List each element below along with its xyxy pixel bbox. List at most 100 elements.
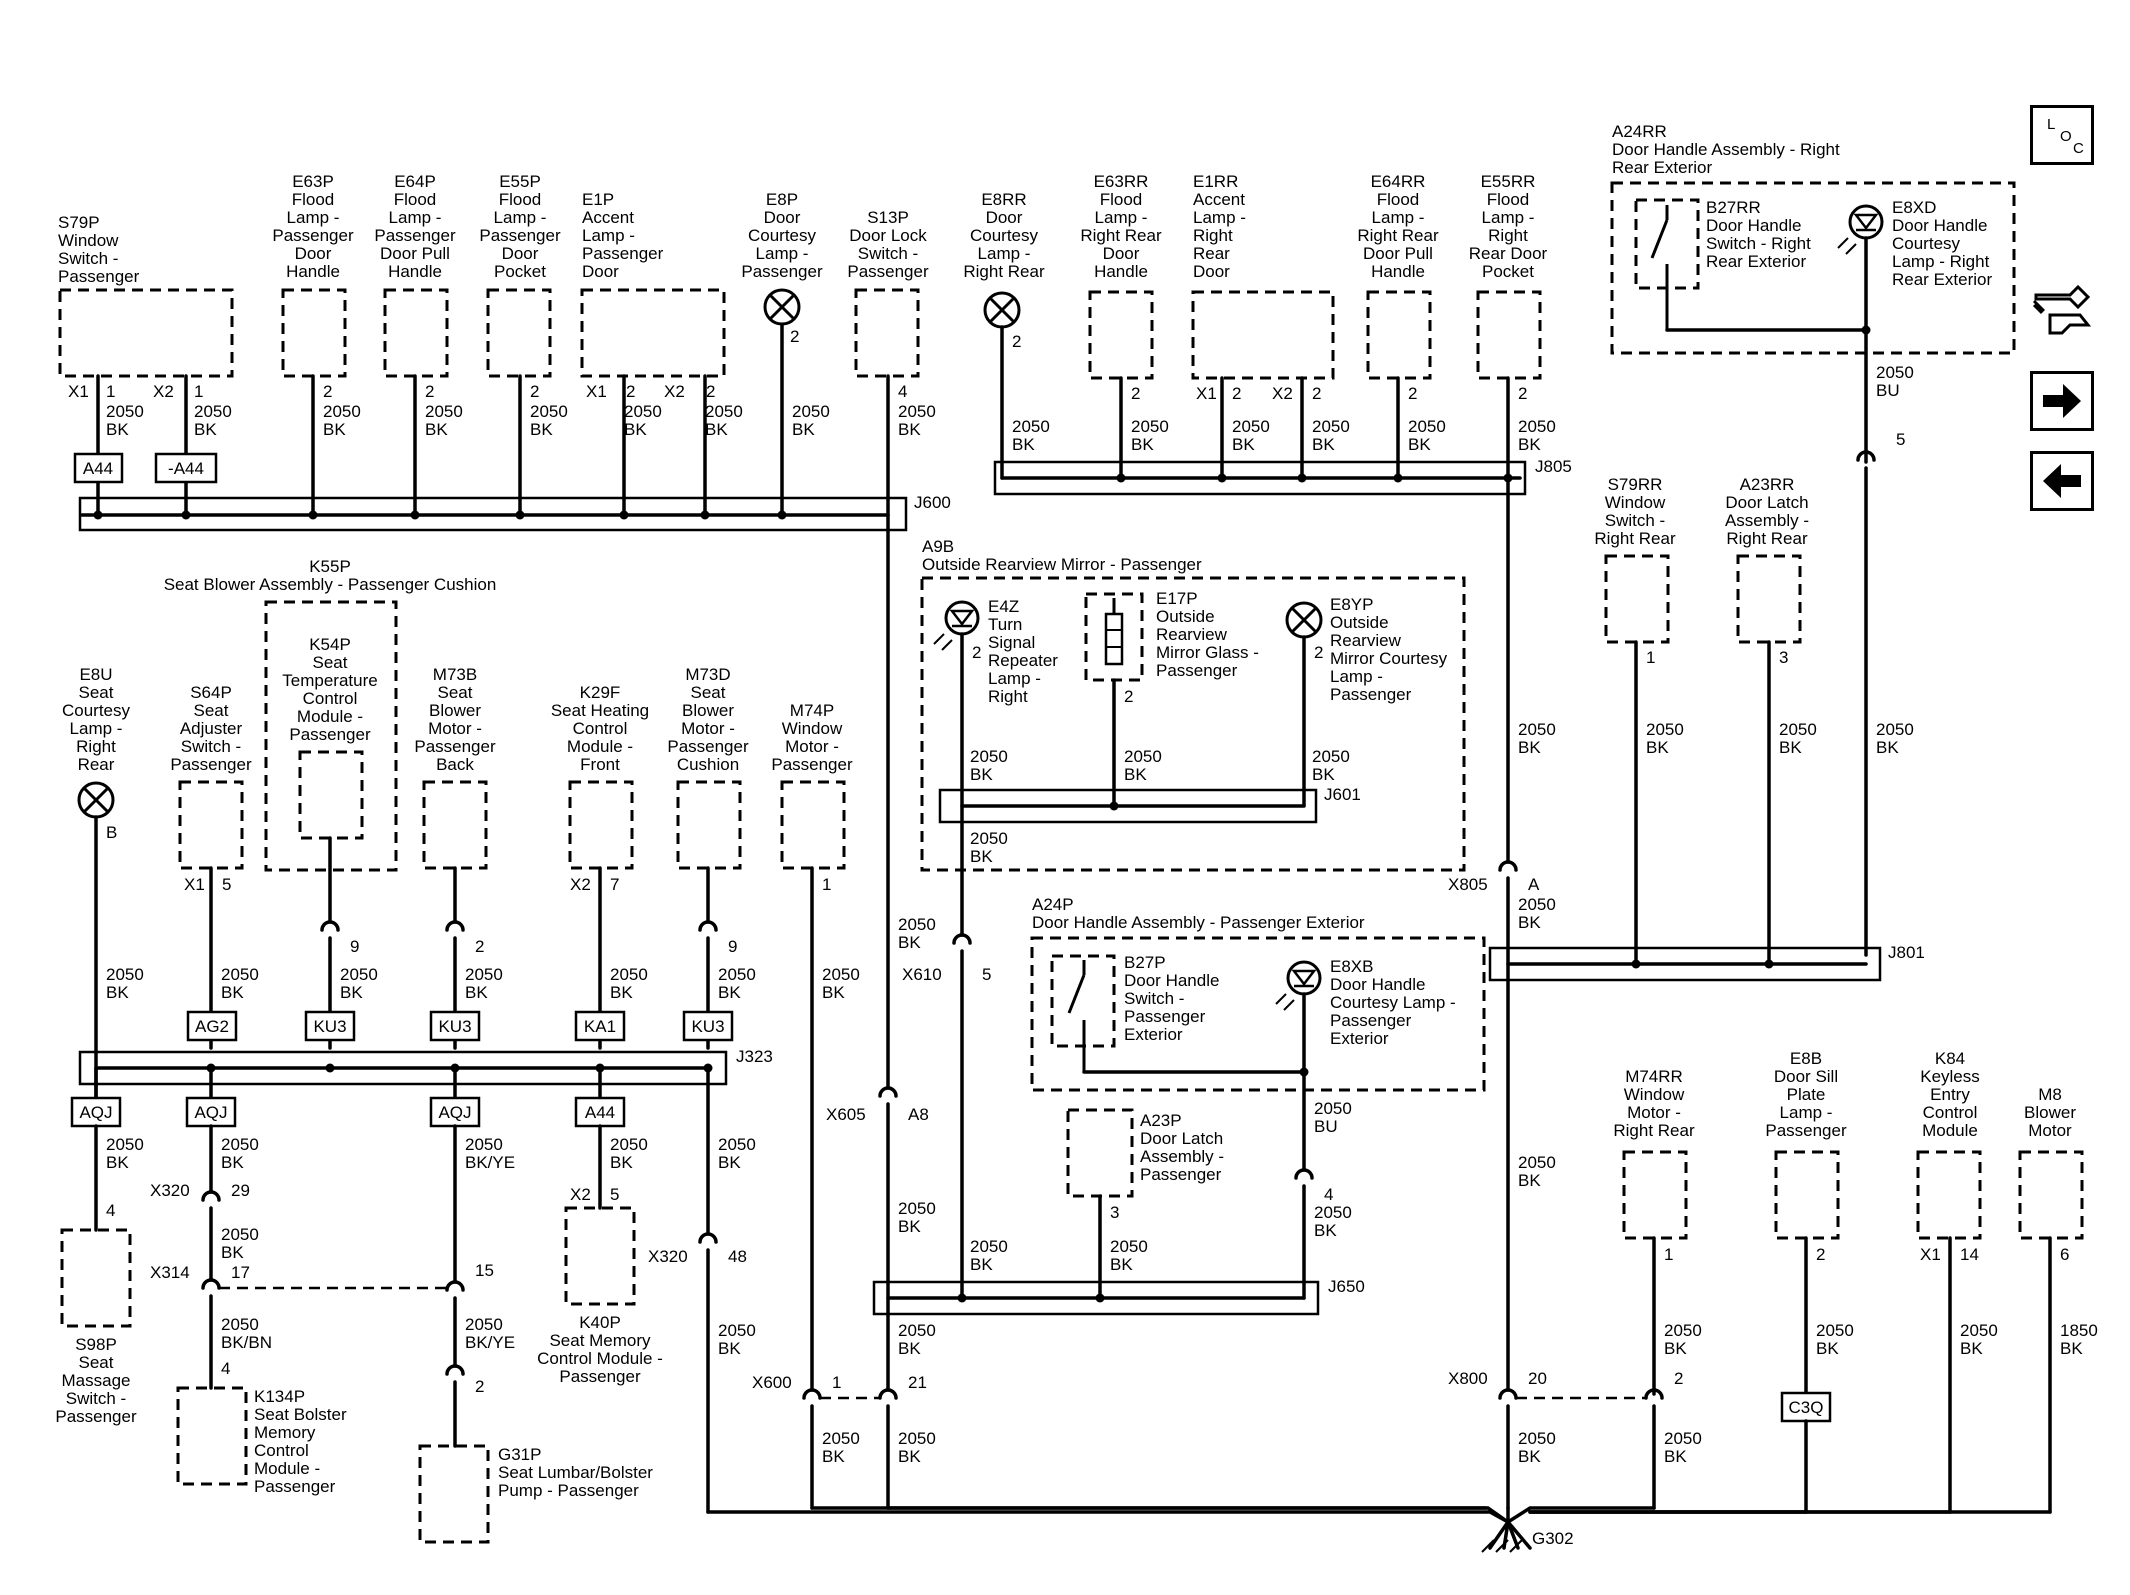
e8yp-lamp-icon	[1285, 601, 1323, 639]
pin: 1	[1664, 1245, 1673, 1264]
a44-flag-2	[154, 452, 218, 484]
e8b-box	[1774, 1150, 1840, 1240]
pin: 1	[822, 875, 831, 894]
pin: 2	[530, 382, 539, 401]
previous-page-button[interactable]	[2030, 451, 2094, 511]
pin: 2	[475, 1377, 484, 1396]
pin: 2	[626, 382, 635, 401]
ku3-flag-2	[429, 1010, 481, 1042]
pin: 2	[1012, 332, 1021, 351]
pin: 7	[610, 875, 619, 894]
ku3-flag-2-text: KU3	[438, 1017, 471, 1036]
pin: 2	[790, 327, 799, 346]
aqj-flag-3-text: AQJ	[438, 1103, 471, 1122]
tools-button[interactable]	[2030, 275, 2094, 355]
s98p-box	[60, 1228, 132, 1328]
connector-label: X1	[1196, 384, 1217, 403]
location-button[interactable]: L O C	[2030, 105, 2094, 165]
j801-splice	[1488, 946, 1882, 982]
pin: 2	[1408, 384, 1417, 403]
x314-label: X314	[150, 1263, 190, 1282]
e55rr-box	[1476, 290, 1542, 380]
pin: 5	[982, 965, 991, 984]
connector-label: X1	[184, 875, 205, 894]
x805-label: X805	[1448, 875, 1488, 894]
m73b-box	[422, 780, 488, 870]
e1rr-box	[1191, 290, 1335, 380]
s79p-x2-label: X2	[153, 382, 174, 401]
pin: 2	[1131, 384, 1140, 403]
pin: 15	[475, 1261, 494, 1280]
pin: 2	[425, 382, 434, 401]
j650-splice	[872, 1280, 1320, 1316]
pin: 17	[231, 1263, 250, 1282]
pin: 2	[323, 382, 332, 401]
j801-label: J801	[1888, 943, 1925, 962]
ag2-flag	[186, 1010, 238, 1042]
pin: 1	[106, 382, 115, 401]
arrow-left-icon	[2043, 464, 2081, 498]
k134p-box	[176, 1386, 248, 1486]
ku3-flag-1-text: KU3	[313, 1017, 346, 1036]
g31p-box	[418, 1444, 490, 1544]
k84-box	[1916, 1150, 1982, 1240]
x605-label: X605	[826, 1105, 866, 1124]
s79p-x1-label: X1	[68, 382, 89, 401]
x800-label: X800	[1448, 1369, 1488, 1388]
b27rr-switch-icon	[1650, 205, 1669, 330]
j601-label: J601	[1324, 785, 1361, 804]
s13p-box	[854, 288, 920, 378]
pin: 2	[1674, 1369, 1683, 1388]
j650-label: J650	[1328, 1277, 1365, 1296]
b27p-switch-icon	[1067, 960, 1086, 1072]
ground-icon	[1481, 1520, 1532, 1553]
connector-label: X1	[1920, 1245, 1941, 1264]
pin: 2	[1232, 384, 1241, 403]
e8xd-led-icon	[1837, 204, 1884, 255]
next-page-button[interactable]	[2030, 371, 2094, 431]
s79p-box	[58, 288, 234, 378]
m74rr-box	[1622, 1150, 1688, 1240]
a44-flag-2-text: -A44	[168, 459, 204, 478]
